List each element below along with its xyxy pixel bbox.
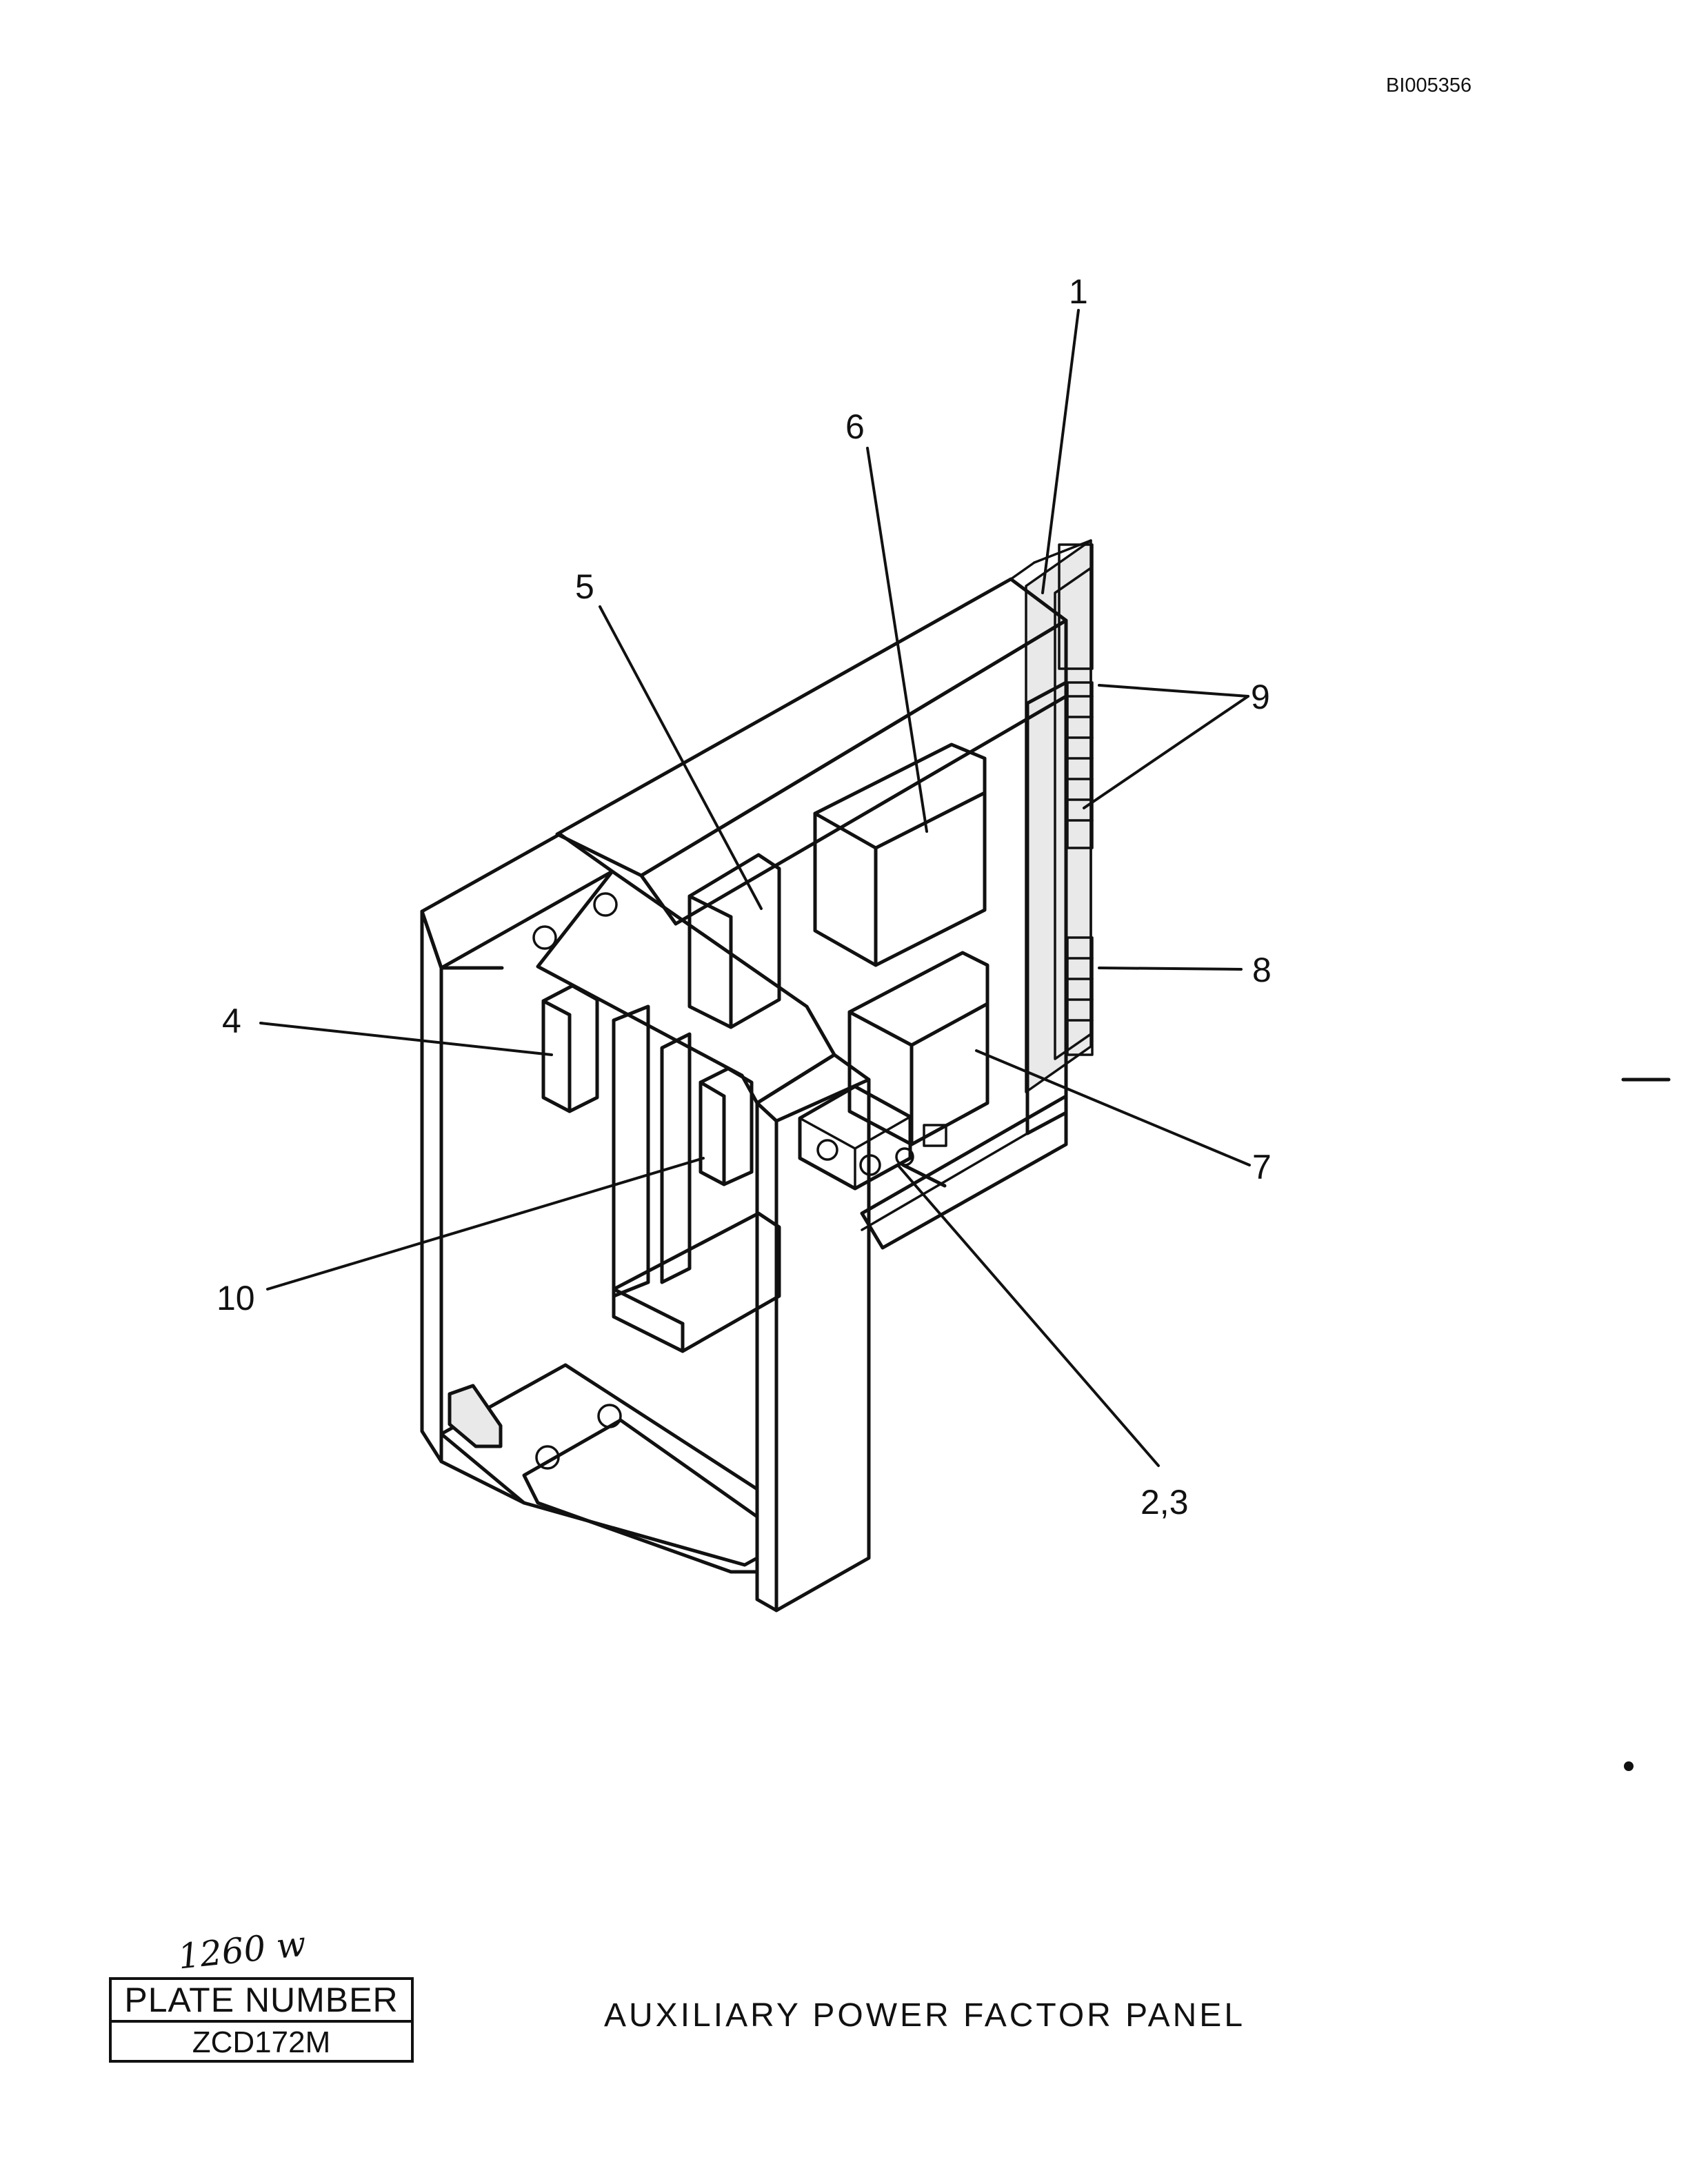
hex-nut [532, 892, 622, 1470]
callout-6: 6 [845, 407, 865, 446]
top-rail [555, 539, 1092, 926]
bottom-plate [439, 1363, 759, 1574]
margin-dot [1624, 1761, 1634, 1771]
plate-number-box: PLATE NUMBER ZCD172M [109, 1977, 414, 2063]
plate-number-value: ZCD172M [192, 2025, 331, 2059]
front-frame [420, 832, 871, 1612]
component-6 [813, 742, 987, 967]
callout-9: 9 [1251, 678, 1270, 716]
component-10 [699, 1066, 754, 1186]
edge-connector [1058, 543, 1094, 1056]
callout-10: 10 [217, 1279, 255, 1317]
callout-8: 8 [1252, 951, 1272, 989]
component-5 [687, 853, 781, 1029]
component-4 [541, 984, 599, 1113]
inner-frame [860, 680, 1068, 1250]
callout-2-3: 2,3 [1141, 1483, 1189, 1521]
leader-lines [259, 309, 1251, 1467]
plate-number-label: PLATE NUMBER [112, 1980, 411, 2023]
callout-7: 7 [1252, 1148, 1272, 1186]
callout-4: 4 [222, 1002, 241, 1040]
document-id: BI005356 [1386, 74, 1472, 97]
switch-assembly [798, 1084, 947, 1191]
callout-5: 5 [575, 567, 594, 606]
callout-1: 1 [1069, 272, 1088, 311]
drawing-title: AUXILIARY POWER FACTOR PANEL [604, 1997, 1246, 2034]
